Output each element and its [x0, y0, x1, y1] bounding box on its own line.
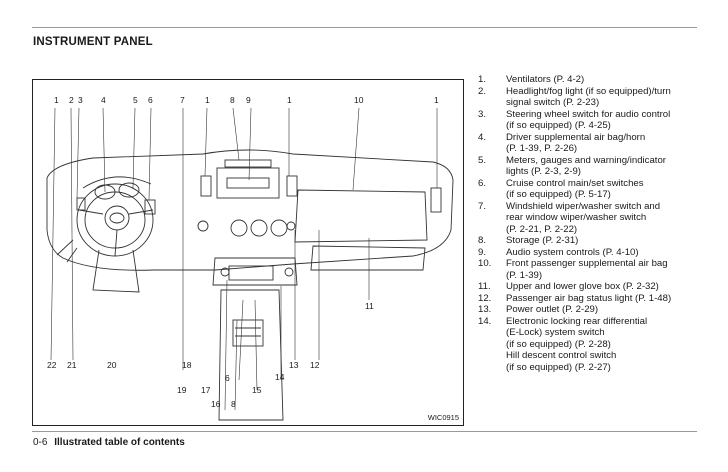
figure-code: WIC0915 — [427, 413, 459, 422]
callout-14: 14 — [275, 372, 285, 382]
legend-item: 5.Meters, gauges and warning/indicator l… — [478, 154, 666, 178]
dashboard-outline — [46, 149, 454, 271]
callout-6: 6 — [148, 95, 153, 105]
page-footer: 0-6 Illustrated table of contents — [33, 437, 185, 448]
legend-item: 3.Steering wheel switch for audio contro… — [478, 108, 671, 132]
footer-rule — [32, 431, 697, 432]
page-number: 0-6 — [33, 437, 48, 448]
legend-item: 6.Cruise control main/set switches (if s… — [478, 177, 644, 201]
callout-7: 7 — [180, 95, 185, 105]
callout-12: 12 — [310, 360, 320, 370]
section-title: Illustrated table of contents — [54, 437, 185, 448]
instrument-panel-figure: 1 2 3 4 5 6 7 1 8 9 1 10 1 22 21 20 18 1… — [32, 79, 464, 426]
callout-6b: 6 — [225, 373, 230, 383]
callout-1c: 1 — [287, 95, 292, 105]
callout-16: 16 — [211, 399, 221, 409]
callout-20: 20 — [107, 360, 117, 370]
callout-1d: 1 — [434, 95, 439, 105]
center-console — [212, 257, 298, 286]
callout-2: 2 — [69, 95, 74, 105]
callout-18: 18 — [182, 360, 192, 370]
legend-item: 9.Audio system controls (P. 4-10) — [478, 246, 639, 258]
callout-9: 9 — [246, 95, 251, 105]
callout-15: 15 — [252, 385, 262, 395]
callout-5: 5 — [133, 95, 138, 105]
callout-1: 1 — [54, 95, 59, 105]
legend-item: 1.Ventilators (P. 4-2) — [478, 74, 585, 85]
callout-17: 17 — [201, 385, 211, 395]
callout-8b: 8 — [231, 399, 236, 409]
callout-10: 10 — [354, 95, 364, 105]
callout-8: 8 — [230, 95, 235, 105]
header-rule — [32, 27, 697, 28]
instrument-panel-drawing — [46, 107, 454, 421]
callout-1b: 1 — [205, 95, 210, 105]
callout-21: 21 — [67, 360, 77, 370]
callout-4: 4 — [101, 95, 106, 105]
callout-22: 22 — [47, 360, 57, 370]
legend-item: 7.Windshield wiper/washer switch and rea… — [478, 200, 661, 235]
legend-item: 14.Electronic locking rear differential … — [478, 315, 648, 373]
legend-item: 4.Driver supplemental air bag/horn (P. 1… — [478, 131, 646, 155]
audio-unit — [216, 167, 280, 199]
callout-19: 19 — [177, 385, 187, 395]
legend-item: 11.Upper and lower glove box (P. 2-32) — [478, 281, 659, 292]
callout-11: 11 — [365, 301, 374, 311]
callout-13: 13 — [289, 360, 299, 370]
legend-item: 2.Headlight/fog light (if so equipped)/t… — [478, 85, 671, 109]
page-title: INSTRUMENT PANEL — [33, 36, 153, 48]
legend-item: 12.Passenger air bag status light (P. 1-… — [478, 292, 672, 304]
legend-item: 10.Front passenger supplemental air bag … — [478, 258, 668, 281]
legend-item: 8.Storage (P. 2-31) — [478, 235, 579, 246]
legend-item: 13.Power outlet (P. 2-29) — [478, 304, 599, 315]
legend-list: 1.Ventilators (P. 4-2) 2.Headlight/fog l… — [478, 74, 718, 373]
callout-3: 3 — [78, 95, 83, 105]
steering-wheel — [76, 183, 154, 257]
